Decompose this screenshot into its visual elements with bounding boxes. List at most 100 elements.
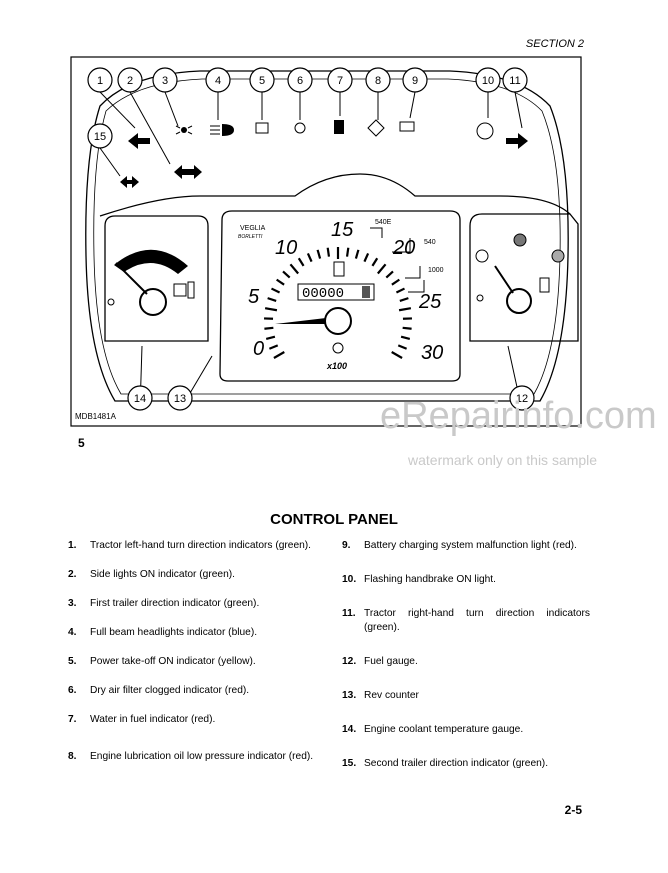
callout-label: 2 <box>127 75 133 87</box>
callout-label: 10 <box>482 75 494 87</box>
item-text: Tractor left-hand turn direction indicat… <box>90 540 312 551</box>
rev-tick <box>402 326 412 330</box>
list-item: 4.Full beam headlights indicator (blue). <box>68 626 316 640</box>
item-text: Dry air filter clogged indicator (red). <box>90 685 250 696</box>
scale-0: 0 <box>253 338 264 360</box>
item-number: 9. <box>342 540 351 551</box>
fuel-gauge <box>469 213 579 342</box>
list-item: 5. Power take-off ON indicator (yellow). <box>68 655 316 669</box>
section-header: SECTION 2 <box>525 38 584 50</box>
gauge-brand: VEGLIA <box>240 225 266 232</box>
list-item: 10.Flashing handbrake ON light. <box>342 573 590 587</box>
callout-label: 12 <box>516 393 528 405</box>
item-number: 10. <box>342 574 357 585</box>
list-item: 3. First trailer direction indicator (gre… <box>68 597 316 611</box>
rev-tick <box>395 287 405 294</box>
rev-tick <box>371 257 379 267</box>
air-filter-icon <box>294 122 306 134</box>
coolant-gauge <box>104 215 209 342</box>
side-lights-icon <box>175 125 193 135</box>
rev-tick <box>289 263 299 275</box>
rev-tick <box>267 297 277 302</box>
rev-ticks <box>264 247 412 359</box>
item-number: 6. <box>68 685 77 696</box>
rev-tick <box>354 249 360 259</box>
rev-tick <box>264 307 278 312</box>
callout-5: 5 <box>249 67 275 120</box>
pto-540: 540 <box>424 239 436 246</box>
item-number: 11. <box>342 608 356 619</box>
item-text: Water in fuel indicator (red). <box>90 714 216 725</box>
item-number: 7. <box>68 714 77 725</box>
callout-label: 5 <box>259 75 265 87</box>
item-number: 14. <box>342 724 357 735</box>
callout-label: 6 <box>297 75 303 87</box>
callout-label: 4 <box>215 75 221 87</box>
scale-20: 20 <box>392 237 415 259</box>
rev-tick <box>297 257 305 267</box>
list-item: 13. Rev counter <box>342 689 590 703</box>
scale-10: 10 <box>275 237 297 259</box>
rev-tick <box>400 335 411 340</box>
rev-tick <box>326 247 331 257</box>
item-number: 2. <box>68 569 77 580</box>
list-item: 7. Water in fuel indicator (red). <box>68 713 316 727</box>
item-number: 4. <box>68 627 77 638</box>
callout-label: 3 <box>162 75 168 87</box>
rev-tick <box>377 263 387 275</box>
rev-tick <box>282 270 291 279</box>
oil-pressure-icon <box>367 119 385 137</box>
list-item: 12. Fuel gauge. <box>342 655 590 669</box>
item-number: 3. <box>68 598 77 609</box>
list-item: 6. Dry air filter clogged indicator (red)… <box>68 684 316 698</box>
callout-10: 10 <box>475 67 501 118</box>
item-text: Rev counter <box>364 690 419 701</box>
watermark-sub: watermark only on this sample <box>408 452 598 468</box>
rev-tick <box>399 297 409 302</box>
rev-tick <box>363 252 370 263</box>
callout-3: 3 <box>152 67 179 127</box>
callout-4: 4 <box>205 67 231 120</box>
callout-label: 15 <box>94 131 106 143</box>
dashboard-inner-outline <box>93 78 561 395</box>
scale-30: 30 <box>421 342 443 364</box>
item-text: Battery charging system malfunction ligh… <box>364 540 577 551</box>
list-item: 15. Second trailer direction indicator (g… <box>342 757 590 771</box>
item-text: Power take-off ON indicator (yellow). <box>90 656 256 667</box>
handbrake-icon <box>476 122 494 140</box>
rev-tick <box>316 249 322 259</box>
figure-number: 5 <box>78 436 85 450</box>
item-text: Second trailer direction indicator (gree… <box>364 758 549 769</box>
item-number: 5. <box>68 656 77 667</box>
list-item: 1. Tractor left-hand turn direction indic… <box>68 539 316 553</box>
full-beam-icon <box>210 124 234 136</box>
item-number: 12. <box>342 656 357 667</box>
rev-tick <box>273 351 285 359</box>
pto-540e: 540E <box>375 219 392 226</box>
rev-tick <box>265 335 276 340</box>
callout-13: 13 <box>167 355 213 411</box>
item-number: 13. <box>342 690 357 701</box>
item-number: 15. <box>342 758 357 769</box>
rev-counter: VEGLIA BORLETTI 0 5 10 15 20 25 30 540E … <box>219 210 461 382</box>
item-number: 1. <box>68 540 77 551</box>
callout-8: 8 <box>365 67 391 120</box>
item-text: First trailer direction indicator (green… <box>90 598 260 609</box>
rev-tick <box>271 287 281 294</box>
watermark-main: eRepairinfo.com <box>380 395 657 437</box>
right-turn-arrow-icon <box>506 133 528 149</box>
item-text: Engine coolant temperature gauge. <box>364 724 524 735</box>
water-in-fuel-icon <box>334 120 344 134</box>
item-text: Tractor right-hand turn direction indica… <box>364 608 590 633</box>
callout-11: 11 <box>502 67 528 129</box>
item-text: Fuel gauge. <box>364 656 418 667</box>
callout-6: 6 <box>287 67 313 120</box>
pto-icon <box>255 122 269 134</box>
callout-label: 7 <box>337 75 343 87</box>
gauge-brand-2: BORLETTI <box>238 234 263 240</box>
rev-tick <box>397 344 408 350</box>
trailer-2-arrows-icon <box>120 176 139 188</box>
odometer: 00000 <box>302 286 344 302</box>
item-number: 8. <box>68 751 77 762</box>
dashboard-outline <box>85 70 569 402</box>
